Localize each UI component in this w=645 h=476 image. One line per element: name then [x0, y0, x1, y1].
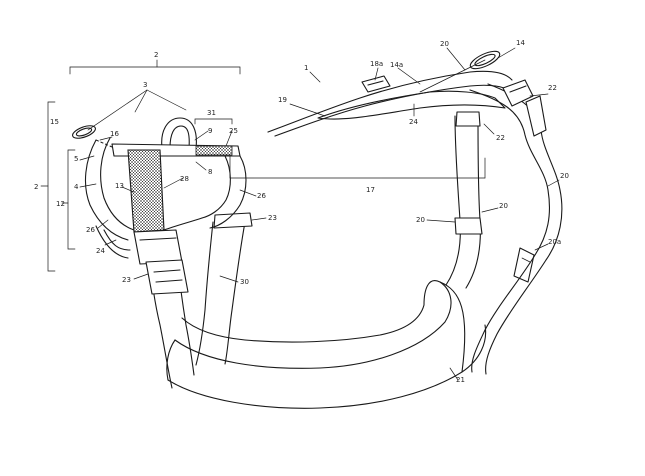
- leader-lines: [79, 47, 560, 381]
- label-20a: 20a: [548, 238, 561, 246]
- dimension-bracket-12: [61, 149, 76, 250]
- label-22-top: 22: [548, 84, 557, 92]
- front-strap-30: [147, 212, 253, 389]
- label-1: 1: [304, 64, 308, 72]
- label-23-left: 23: [122, 276, 131, 284]
- label-22-mid: 22: [496, 134, 505, 142]
- label-8: 8: [208, 168, 212, 176]
- label-20-right: 20: [560, 172, 569, 180]
- label-18a: 18a: [370, 60, 383, 68]
- label-20-top: 20: [440, 40, 449, 48]
- label-16: 16: [110, 130, 119, 138]
- label-31: 31: [207, 109, 216, 117]
- label-24-top: 24: [409, 118, 418, 126]
- reference-labels: 2 1 3 18a 14a 20 14 22 19 24 22 31 15 16…: [34, 39, 569, 384]
- label-12: 12: [56, 200, 65, 208]
- label-23-right: 23: [268, 214, 277, 222]
- dimension-line-17: [229, 147, 486, 179]
- label-17: 17: [366, 186, 375, 194]
- label-30: 30: [240, 278, 249, 286]
- label-26-right: 26: [257, 192, 266, 200]
- dimension-bracket-31: [194, 118, 233, 125]
- dimension-bracket-2-left: [40, 101, 56, 272]
- label-21: 21: [456, 376, 465, 384]
- chest-strap-20: [445, 111, 483, 289]
- dimension-bracket-2-top: [69, 59, 241, 75]
- label-4: 4: [74, 183, 79, 191]
- back-strap-20: [469, 83, 563, 375]
- label-2-top: 2: [154, 51, 158, 59]
- label-26-left: 26: [86, 226, 95, 234]
- label-9: 9: [208, 127, 212, 135]
- label-14a: 14a: [390, 61, 403, 69]
- belly-pad-21: [166, 280, 487, 409]
- label-24-left: 24: [96, 247, 105, 255]
- label-19: 19: [278, 96, 287, 104]
- label-20-mid: 20: [499, 202, 508, 210]
- label-2-left: 2: [34, 183, 38, 191]
- label-25: 25: [229, 127, 238, 135]
- label-13: 13: [115, 182, 124, 190]
- label-20-center: 20: [416, 216, 425, 224]
- label-28: 28: [180, 175, 189, 183]
- shoulder-assembly: [72, 117, 247, 295]
- label-5: 5: [74, 155, 78, 163]
- label-15: 15: [50, 118, 59, 126]
- neck-collar-19: [267, 50, 547, 137]
- label-3: 3: [143, 81, 147, 89]
- label-14: 14: [516, 39, 525, 47]
